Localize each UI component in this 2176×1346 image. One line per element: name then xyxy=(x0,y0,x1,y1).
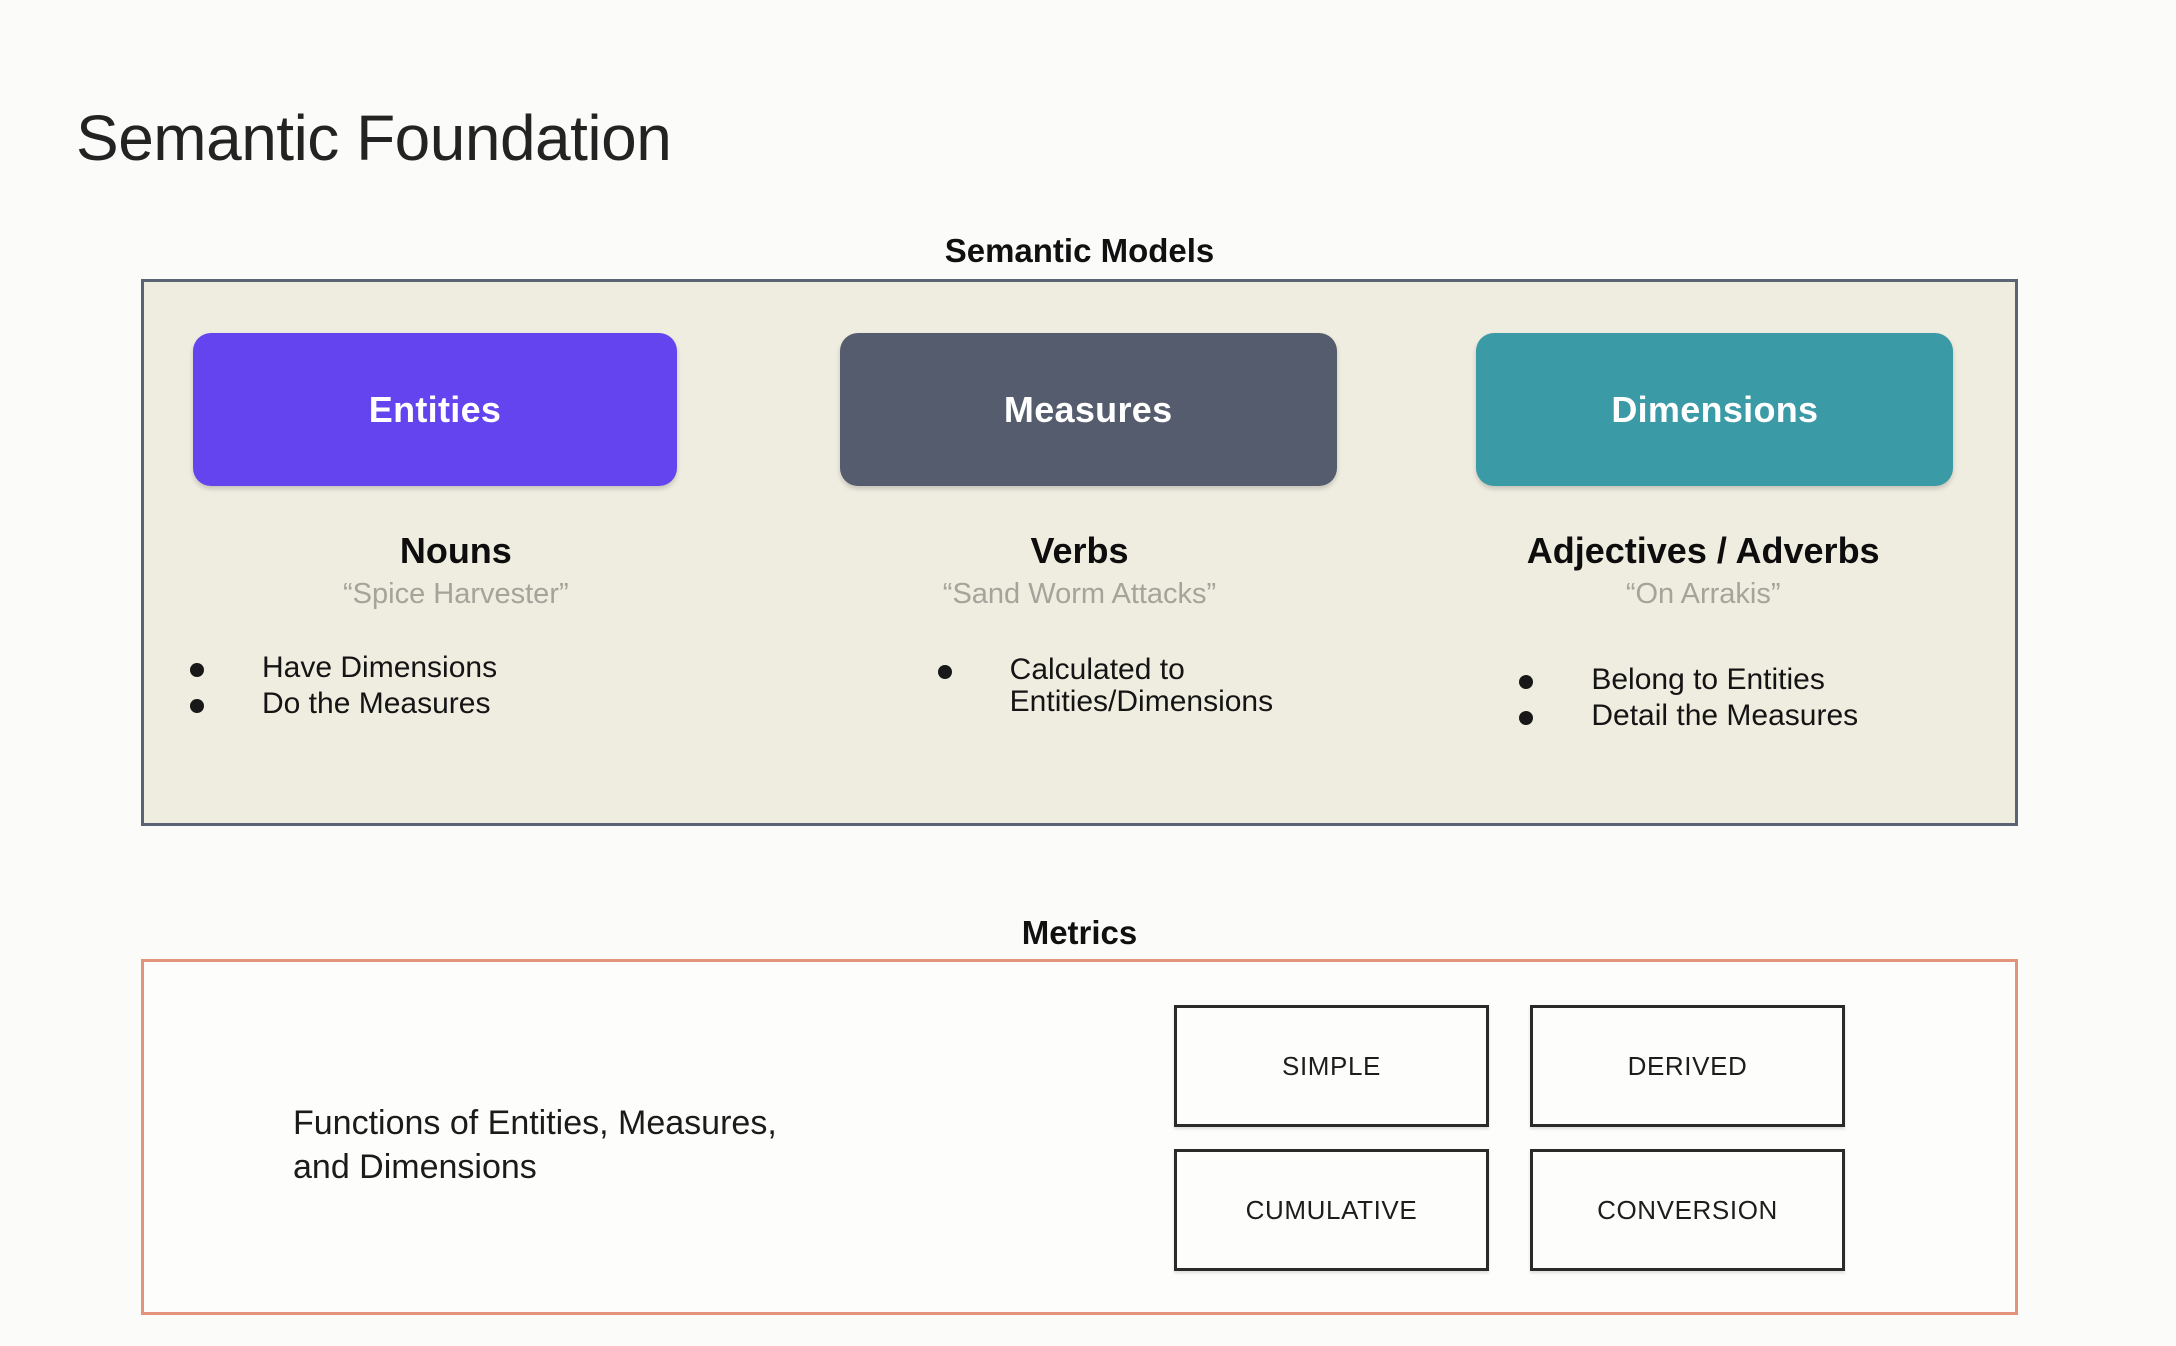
semantic-model-column-dimensions: Dimensions Adjectives / Adverbs “On Arra… xyxy=(1391,282,2015,823)
bullet-dot-icon xyxy=(190,663,204,677)
metric-type-derived[interactable]: DERIVED xyxy=(1530,1005,1845,1127)
list-item-label: Have Dimensions xyxy=(262,651,498,684)
dimensions-bullet-list: Belong to Entities Detail the Measures xyxy=(1519,663,1859,737)
semantic-models-caption: Semantic Models xyxy=(944,232,1215,269)
list-item: Calculated to Entities/Dimensions xyxy=(937,653,1274,719)
bullet-dot-icon xyxy=(1519,675,1534,689)
semantic-models-columns: Entities Nouns “Spice Harvester” Have Di… xyxy=(144,282,2015,823)
metrics-type-grid: SIMPLE DERIVED CUMULATIVE CONVERSION xyxy=(1174,1005,1845,1271)
list-item-label: Do the Measures xyxy=(262,687,491,721)
measures-bullet-list: Calculated to Entities/Dimensions xyxy=(937,653,1274,723)
entities-part-of-speech: Nouns xyxy=(399,530,512,571)
metrics-panel: Functions of Entities, Measures, and Dim… xyxy=(141,959,2018,1315)
page-title: Semantic Foundation xyxy=(76,101,672,174)
list-item: Belong to Entities xyxy=(1519,663,1858,696)
dimensions-part-of-speech: Adjectives / Adverbs xyxy=(1526,530,1880,571)
list-item: Detail the Measures xyxy=(1519,699,1859,733)
measures-part-of-speech: Verbs xyxy=(1030,530,1129,571)
bullet-dot-icon xyxy=(190,699,204,714)
list-item: Have Dimensions xyxy=(190,651,498,684)
list-item-label: Detail the Measures xyxy=(1591,699,1859,733)
semantic-model-column-entities: Entities Nouns “Spice Harvester” Have Di… xyxy=(144,282,768,823)
semantic-models-panel: Entities Nouns “Spice Harvester” Have Di… xyxy=(141,279,2018,826)
bullet-dot-icon xyxy=(937,665,952,679)
list-item-label: Belong to Entities xyxy=(1591,663,1825,696)
metrics-description: Functions of Entities, Measures, and Dim… xyxy=(293,1104,777,1186)
dimensions-example: “On Arrakis” xyxy=(1625,578,1781,610)
metric-type-conversion[interactable]: CONVERSION xyxy=(1530,1149,1845,1271)
entities-bullet-list: Have Dimensions Do the Measures xyxy=(190,651,498,725)
entities-pill[interactable]: Entities xyxy=(193,333,677,486)
list-item-label: Calculated to Entities/Dimensions xyxy=(1009,653,1274,719)
dimensions-pill[interactable]: Dimensions xyxy=(1476,333,1954,486)
measures-pill[interactable]: Measures xyxy=(839,333,1337,486)
metrics-caption: Metrics xyxy=(1021,914,1138,951)
semantic-model-column-measures: Measures Verbs “Sand Worm Attacks” Calcu… xyxy=(768,282,1392,823)
metric-type-cumulative[interactable]: CUMULATIVE xyxy=(1174,1149,1489,1271)
entities-example: “Spice Harvester” xyxy=(343,578,569,610)
bullet-dot-icon xyxy=(1519,711,1534,726)
list-item: Do the Measures xyxy=(190,687,497,721)
measures-example: “Sand Worm Attacks” xyxy=(942,578,1217,610)
metric-type-simple[interactable]: SIMPLE xyxy=(1174,1005,1489,1127)
